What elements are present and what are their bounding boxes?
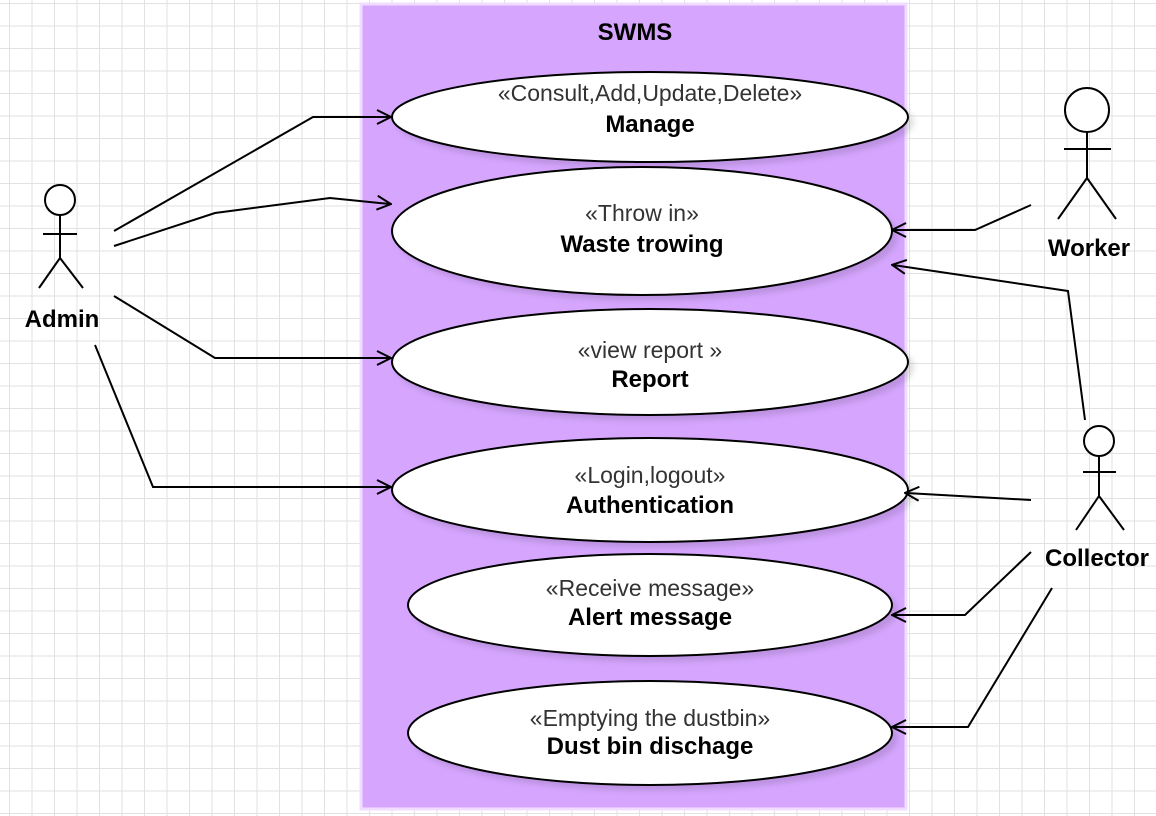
use-case-report: «view report » Report bbox=[391, 308, 909, 416]
use-case-ellipse bbox=[391, 437, 909, 543]
use-case-name: Manage bbox=[605, 111, 694, 138]
actor-left-leg bbox=[1057, 177, 1088, 220]
actor-head bbox=[44, 184, 76, 216]
actor-left-leg bbox=[1075, 495, 1100, 531]
use-case-dust-bin-discharge: «Emptying the dustbin» Dust bin dischage bbox=[407, 680, 893, 786]
actor-worker bbox=[1057, 87, 1117, 220]
actor-head bbox=[1083, 425, 1115, 457]
use-case-alert-message: «Receive message» Alert message bbox=[407, 553, 893, 657]
use-case-stereotype: «Receive message» bbox=[546, 575, 754, 601]
use-case-stereotype: «Login,logout» bbox=[575, 462, 726, 488]
association-collector-authentication bbox=[906, 493, 1032, 500]
actor-head bbox=[1064, 87, 1110, 133]
use-case-manage: «Consult,Add,Update,Delete» Manage bbox=[391, 71, 909, 163]
use-case-stereotype: «view report » bbox=[578, 337, 722, 363]
use-case-ellipse bbox=[391, 308, 909, 416]
association-worker-waste-throwing bbox=[893, 204, 1032, 230]
associations bbox=[94, 117, 1086, 727]
use-case-ellipse bbox=[407, 553, 893, 657]
use-case-stereotype: «Emptying the dustbin» bbox=[530, 705, 770, 731]
actor-right-leg bbox=[1086, 177, 1117, 220]
use-case-waste-throwing: «Throw in» Waste trowing bbox=[391, 166, 893, 296]
association-admin-waste-throwing bbox=[113, 198, 390, 247]
actor-right-leg bbox=[59, 257, 84, 289]
use-case-name: Authentication bbox=[566, 492, 734, 519]
actor-label-admin: Admin bbox=[25, 306, 100, 333]
actor-right-leg bbox=[1098, 495, 1125, 531]
actor-collector bbox=[1075, 425, 1125, 531]
actor-admin bbox=[38, 184, 84, 289]
use-case-ellipse bbox=[391, 71, 909, 163]
association-collector-alert-message bbox=[893, 551, 1032, 615]
use-case-stereotype: «Throw in» bbox=[585, 200, 699, 226]
association-admin-manage bbox=[113, 117, 390, 232]
association-collector-waste-throwing bbox=[893, 265, 1086, 421]
use-case-name: Alert message bbox=[568, 604, 732, 631]
use-case-name: Waste trowing bbox=[560, 231, 723, 258]
actor-left-leg bbox=[38, 257, 61, 289]
use-case-name: Report bbox=[611, 366, 688, 393]
use-case-stereotype: «Consult,Add,Update,Delete» bbox=[498, 80, 802, 106]
actor-label-collector: Collector bbox=[1045, 545, 1149, 572]
use-case-authentication: «Login,logout» Authentication bbox=[391, 437, 909, 543]
association-admin-authentication bbox=[94, 344, 390, 487]
association-admin-report bbox=[113, 295, 390, 358]
actor-label-worker: Worker bbox=[1048, 235, 1130, 262]
system-title: SWMS bbox=[598, 19, 673, 46]
use-case-name: Dust bin dischage bbox=[547, 733, 754, 760]
association-collector-dust-bin-discharge bbox=[893, 587, 1053, 727]
